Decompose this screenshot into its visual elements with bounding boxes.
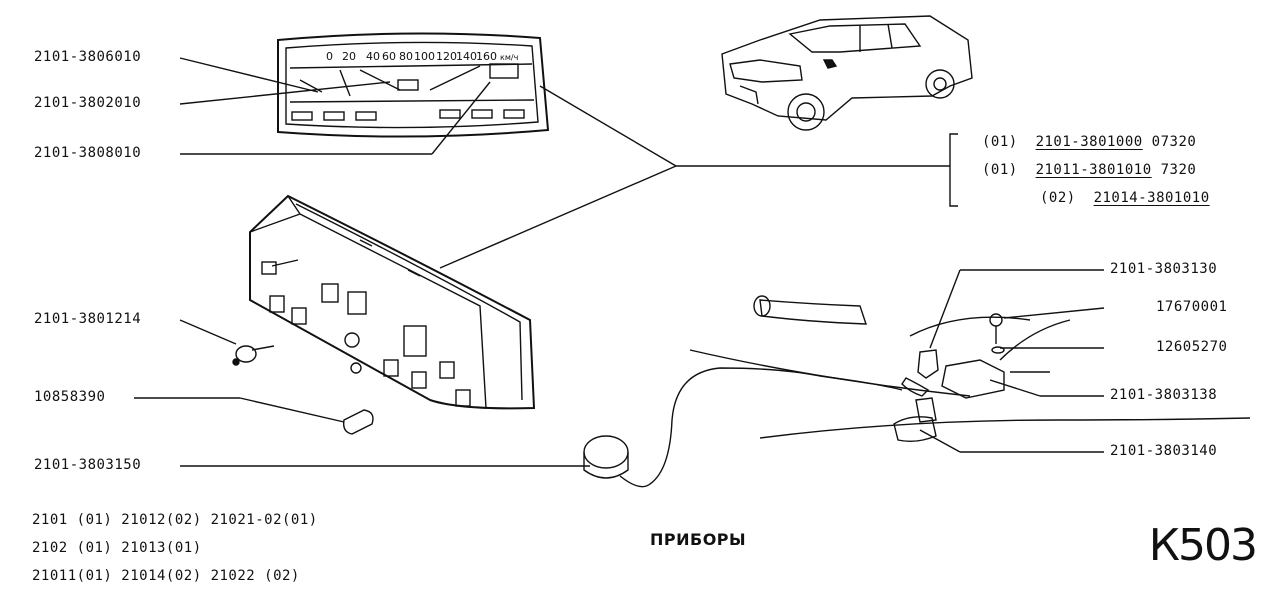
applicability-line: 21011(01) 21014(02) 21022 (02) <box>32 568 300 584</box>
variant-part-number: 2101-3801000 <box>1035 134 1143 150</box>
variant-part-number: 21011-3801010 <box>1035 162 1152 178</box>
speed-tick-label: 100 <box>414 50 435 63</box>
part-label: 2101-3803150 <box>34 457 142 473</box>
part-label: 2101-3803130 <box>1110 261 1218 277</box>
variant-suffix: 07320 <box>1151 134 1197 150</box>
warning-lamp-row <box>291 109 525 121</box>
variant-row: (02) 21014-3801010 <box>1040 190 1210 206</box>
part-label: 10858390 <box>34 389 106 405</box>
instrument-panel-face <box>277 32 550 138</box>
part-label: 2101-3806010 <box>34 49 142 65</box>
speed-tick-label: 20 <box>342 50 356 63</box>
lamp-bulb <box>342 409 374 435</box>
part-label: 2101-3808010 <box>34 145 142 161</box>
speed-tick-label: 40 <box>366 50 380 63</box>
speed-tick-label: 120 <box>436 50 457 63</box>
pressure-sensor <box>583 367 903 488</box>
engine-block-lines <box>689 295 1251 439</box>
speed-tick-label: 0 <box>326 50 333 63</box>
variant-row: (01) 2101-3801000 07320 <box>982 134 1196 150</box>
catalog-code: К503 <box>1148 520 1258 571</box>
part-label: 2101-3803138 <box>1110 387 1218 403</box>
sensor-cap <box>893 397 937 443</box>
part-label: 2101-3803140 <box>1110 443 1218 459</box>
bulb-holder <box>232 345 275 366</box>
variant-bracket <box>949 133 958 207</box>
applicability-line: 2101 (01) 21012(02) 21021-02(01) <box>32 512 318 528</box>
variant-tag: (01) <box>982 134 1018 150</box>
variant-suffix: 7320 <box>1160 162 1197 178</box>
leader-lines <box>134 57 1105 467</box>
sheet-title: ПРИБОРЫ <box>650 530 747 549</box>
instrument-cluster-back <box>249 194 536 410</box>
temperature-sensor <box>901 349 939 397</box>
speed-tick-label: 160 <box>476 50 497 63</box>
sensor-bracket <box>941 313 1005 399</box>
variant-tag: (02) <box>1040 190 1076 206</box>
speed-unit-label: км/ч <box>500 53 518 62</box>
speed-tick-label: 80 <box>399 50 413 63</box>
variant-part-number: 21014-3801010 <box>1093 190 1210 206</box>
variant-tag: (01) <box>982 162 1018 178</box>
part-label: 2101-3802010 <box>34 95 142 111</box>
speedometer-scale: 0 20 40 60 80 100 120 140 160 км/ч <box>326 50 518 63</box>
applicability-line: 2102 (01) 21013(01) <box>32 540 202 556</box>
speed-tick-label: 140 <box>456 50 477 63</box>
variant-row: (01) 21011-3801010 7320 <box>982 162 1196 178</box>
part-label: 2101-3801214 <box>34 311 142 327</box>
car-illustration <box>721 15 973 131</box>
part-label: 12605270 <box>1156 339 1228 355</box>
part-label: 17670001 <box>1156 299 1228 315</box>
speed-tick-label: 60 <box>382 50 396 63</box>
